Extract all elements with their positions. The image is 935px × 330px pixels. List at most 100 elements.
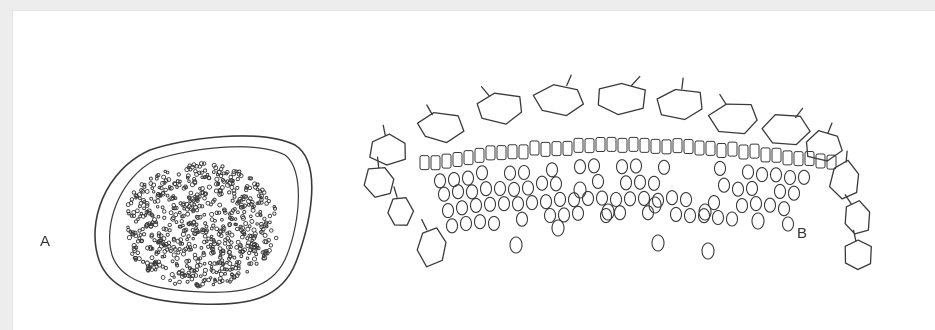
subepidermal-cell bbox=[485, 197, 496, 211]
stipple-cell bbox=[263, 217, 266, 220]
palisade-cell bbox=[475, 148, 484, 162]
stipple-cell bbox=[209, 261, 212, 264]
stipple-cell bbox=[187, 235, 190, 238]
subepidermal-cell bbox=[569, 193, 580, 207]
stipple-cell bbox=[203, 234, 207, 238]
stipple-cell bbox=[186, 238, 189, 241]
stipple-cell bbox=[190, 277, 194, 281]
stipple-cell bbox=[243, 210, 246, 213]
subepidermal-cell bbox=[463, 171, 474, 185]
stipple-cell bbox=[166, 171, 169, 174]
subepidermal-cell bbox=[513, 197, 524, 211]
palisade-cell bbox=[761, 148, 770, 162]
palisade-cell bbox=[596, 138, 605, 152]
panel-b-epidermis-section bbox=[364, 75, 871, 269]
stipple-cell bbox=[170, 273, 174, 277]
scattered-cell bbox=[552, 220, 564, 236]
stipple-cell bbox=[132, 191, 135, 194]
stipple-cell bbox=[145, 261, 149, 265]
cell-spine bbox=[482, 87, 489, 96]
stipple-cell bbox=[189, 200, 191, 202]
palisade-cell bbox=[706, 141, 715, 155]
subepidermal-cell bbox=[751, 197, 762, 211]
stipple-cell bbox=[166, 233, 169, 236]
stipple-cell bbox=[139, 197, 142, 200]
stipple-cell bbox=[162, 175, 166, 179]
cell-spine bbox=[422, 220, 427, 230]
stipple-cell bbox=[219, 174, 222, 177]
scattered-cell bbox=[649, 197, 661, 213]
stipple-cell bbox=[234, 218, 237, 221]
stipple-cell bbox=[215, 177, 219, 181]
subepidermal-cell bbox=[775, 184, 786, 198]
stipple-cell bbox=[199, 275, 202, 278]
subepidermal-cell bbox=[799, 170, 810, 184]
cell-spine bbox=[567, 75, 571, 85]
subepidermal-cell bbox=[631, 159, 642, 173]
stipple-cell bbox=[240, 245, 243, 248]
subepidermal-cell bbox=[757, 168, 768, 182]
subepidermal-cell-rows bbox=[435, 159, 810, 233]
stipple-cell bbox=[249, 215, 252, 218]
stipple-cell bbox=[178, 280, 182, 284]
subepidermal-cell bbox=[489, 216, 500, 230]
stipple-cell bbox=[195, 215, 198, 218]
scattered-cell bbox=[702, 243, 714, 259]
subepidermal-cell bbox=[509, 182, 520, 196]
palisade-cell bbox=[541, 142, 550, 156]
epidermal-cell bbox=[417, 228, 446, 267]
subepidermal-cell bbox=[727, 212, 738, 226]
stipple-cell bbox=[270, 229, 273, 232]
stipple-cell bbox=[141, 228, 144, 231]
stipple-cell bbox=[191, 229, 194, 232]
stipple-cell bbox=[186, 174, 190, 178]
stippled-cell-mass bbox=[126, 162, 278, 288]
stipple-cell bbox=[252, 206, 254, 208]
stipple-cell bbox=[250, 219, 254, 223]
stipple-cell bbox=[207, 245, 210, 248]
subepidermal-cell bbox=[495, 182, 506, 196]
stipple-cell bbox=[246, 257, 248, 259]
stipple-cell bbox=[237, 211, 240, 214]
stipple-cell bbox=[206, 173, 208, 175]
stipple-cell bbox=[228, 262, 232, 266]
stipple-cell bbox=[248, 225, 251, 228]
stipple-cell bbox=[183, 207, 185, 209]
stipple-cell bbox=[274, 236, 277, 239]
stipple-cell bbox=[152, 191, 154, 193]
stipple-cell bbox=[195, 227, 198, 230]
stipple-cell bbox=[247, 203, 250, 206]
stipple-cell bbox=[209, 203, 212, 206]
stipple-cell bbox=[154, 268, 156, 270]
epidermal-cell bbox=[807, 131, 843, 161]
inner-wall-outline bbox=[110, 147, 299, 292]
stipple-cell bbox=[150, 256, 154, 260]
stipple-cell bbox=[212, 171, 215, 174]
palisade-cell bbox=[607, 137, 616, 151]
stipple-cell bbox=[163, 216, 166, 219]
palisade-cell bbox=[717, 143, 726, 157]
subepidermal-cell bbox=[747, 181, 758, 195]
palisade-cell bbox=[640, 138, 649, 152]
stipple-cell bbox=[178, 183, 181, 186]
stipple-cell bbox=[143, 207, 146, 210]
stipple-cell bbox=[166, 194, 169, 197]
stipple-cell bbox=[142, 233, 145, 236]
palisade-cell bbox=[519, 145, 528, 159]
subepidermal-cell bbox=[639, 191, 650, 205]
stipple-cell bbox=[193, 177, 196, 180]
palisade-cell bbox=[530, 141, 539, 155]
palisade-cell bbox=[453, 152, 462, 166]
stipple-cell bbox=[150, 197, 153, 200]
epidermal-cell bbox=[762, 115, 810, 145]
palisade-cell bbox=[420, 156, 429, 170]
subepidermal-cell bbox=[719, 178, 730, 192]
subepidermal-cell bbox=[583, 191, 594, 205]
epidermal-cell bbox=[845, 201, 869, 234]
stipple-cell bbox=[177, 251, 180, 254]
subepidermal-cell bbox=[551, 177, 562, 191]
subepidermal-cell bbox=[713, 211, 724, 225]
stipple-cell bbox=[185, 186, 188, 189]
palisade-cell bbox=[684, 140, 693, 154]
stipple-cell bbox=[265, 196, 268, 199]
